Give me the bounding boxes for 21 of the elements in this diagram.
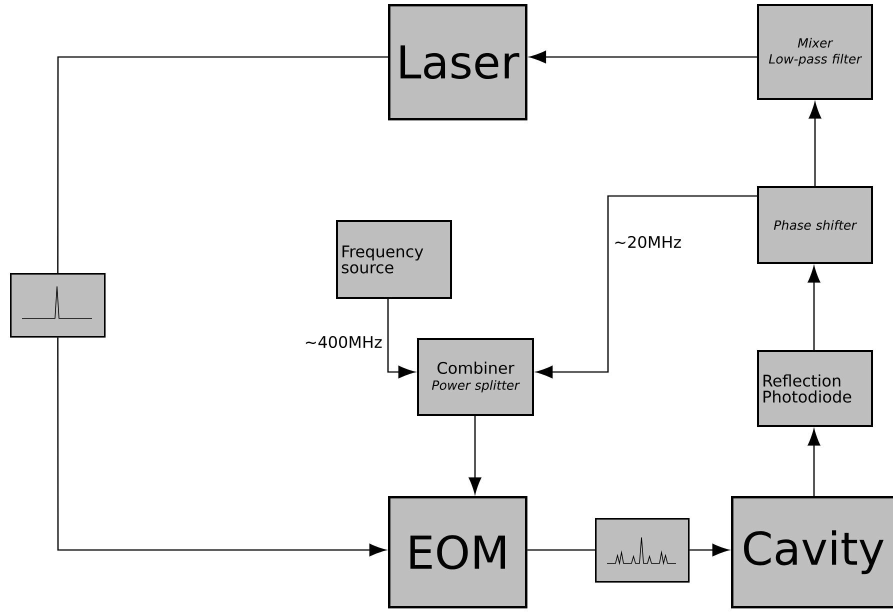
block-box: Frequency source (336, 220, 452, 299)
block-box: Phase shifter (757, 186, 873, 264)
arrow (808, 266, 820, 350)
arrow (690, 544, 729, 556)
arrow (530, 50, 757, 64)
arrow (808, 102, 822, 186)
edge-label: ~20MHz (612, 234, 683, 250)
arrow (808, 429, 820, 496)
edge-label: ~400MHz (302, 334, 384, 350)
arrow (468, 416, 482, 494)
spectrum-box (10, 273, 106, 338)
block-box: Reflection Photodiode (757, 350, 873, 427)
block-box: Mixer Low-pass filter (757, 4, 873, 100)
arrow (387, 299, 415, 378)
block-box: Combiner Power splitter (417, 338, 534, 416)
block-box: Cavity (731, 496, 893, 608)
block-box: EOM (388, 496, 528, 608)
arrow (57, 338, 386, 556)
spectrum-box (595, 518, 690, 583)
block-box: Laser (388, 4, 528, 120)
arrow (536, 195, 757, 378)
